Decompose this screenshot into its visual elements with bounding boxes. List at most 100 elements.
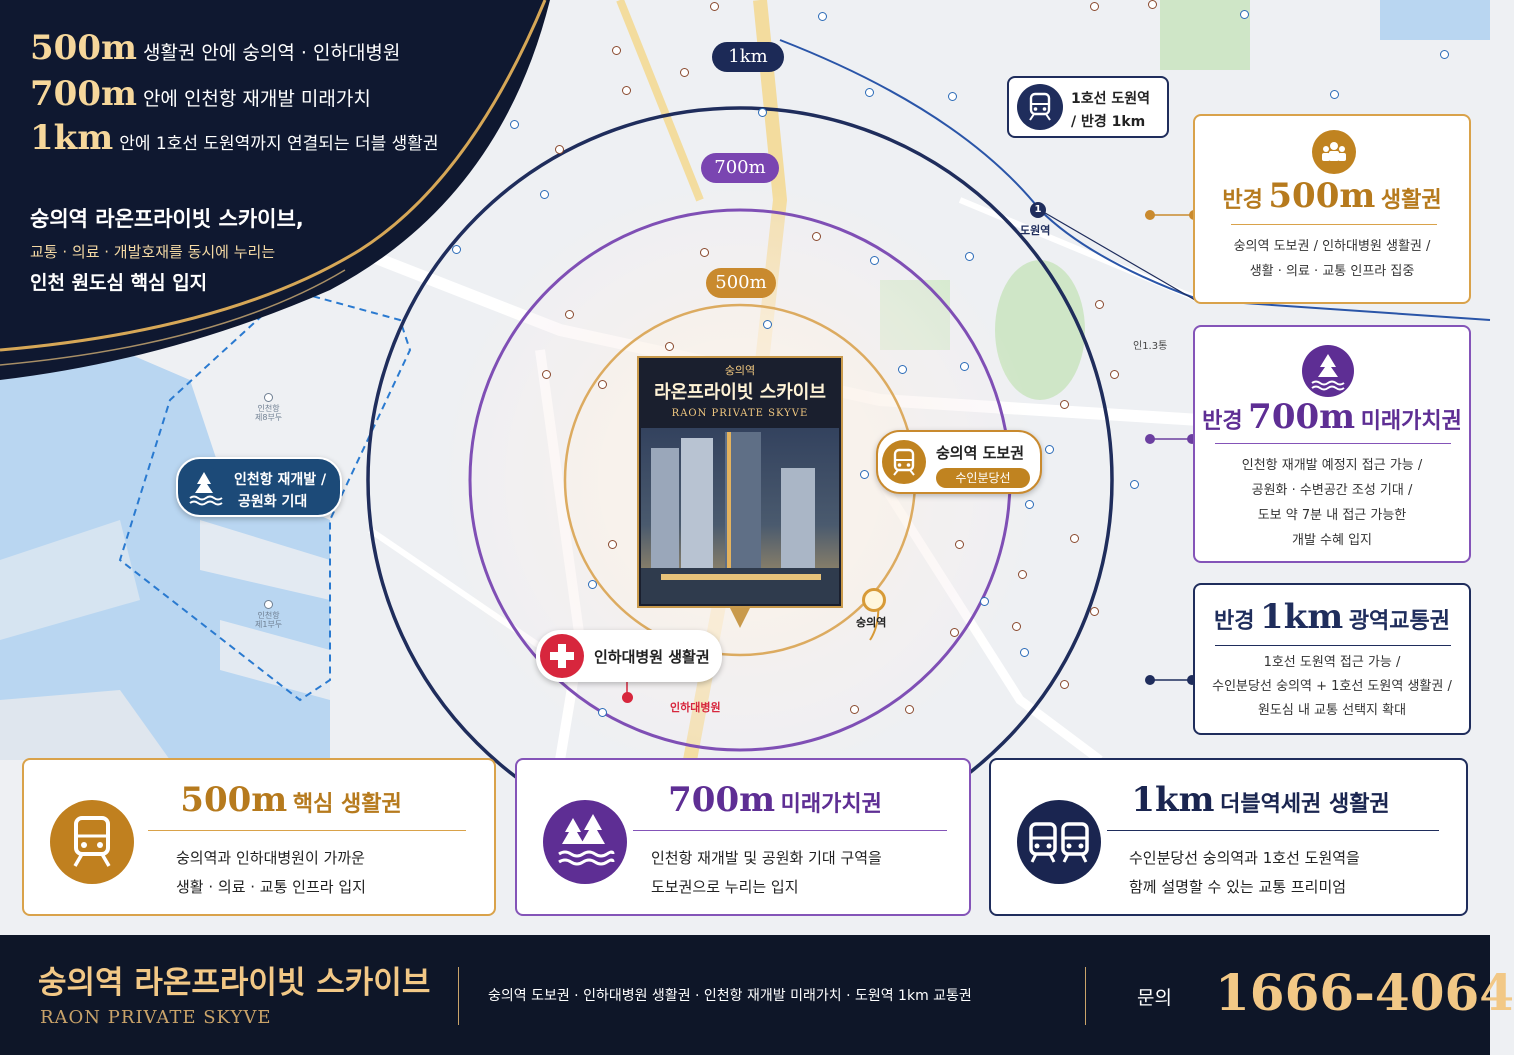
building-name-en: RAON PRIVATE SKYVE [671,408,809,419]
map-poi [598,380,607,391]
bottom-card-1km-desc: 수인분당선 숭의역과 1호선 도원역을 함께 설명할 수 있는 교통 프리미엄 [1129,849,1360,896]
headline-background [0,0,550,380]
map-poi [1045,445,1054,456]
port-redevelopment-pill: 인천항 재개발 / 공원화 기대 [176,457,342,517]
right-card-500m-desc: 숭의역 도보권 / 인하대병원 생활권 / 생활 · 의료 · 교통 인프라 집… [1233,239,1431,279]
map-poi [818,12,827,23]
bottom-card-700m: 700m 미래가치권 인천항 재개발 및 공원화 기대 구역을 도보권으로 누리… [515,758,971,916]
map-poi [850,705,859,716]
map-poi [1018,570,1027,581]
double-train-icon [1017,800,1101,884]
right-card-1km-title: 반경 1km 광역교통권 [1213,597,1451,637]
sungui-pin-label: 숭의역 [856,616,887,629]
map-poi [960,362,969,373]
headline-subtitle: 숭의역 라온프라이빗 스카이브, [30,207,304,231]
headline-tagline: 교통 · 의료 · 개발호재를 동시에 누리는 [30,243,276,261]
map-poi [510,120,519,131]
map-poi [555,145,564,156]
medical-cross-icon [540,634,584,678]
map-poi [948,92,957,103]
right-card-500m: 반경 500m 생활권 숭의역 도보권 / 인하대병원 생활권 / 생활 · 의… [1193,114,1471,304]
map-poi [965,252,974,263]
ring-500m-badge: 500m [706,268,776,298]
train-icon [50,800,134,884]
road-label: 인1.3통 [1133,341,1168,352]
map-poi [1110,370,1119,381]
dowon-callout-line2: / 반경 1km [1071,114,1146,130]
tree-water-icon [1302,345,1354,397]
footer-bar: 숭의역 라온프라이빗 스카이브 RAON PRIVATE SKYVE 숭의역 도… [0,935,1514,1055]
bottom-card-700m-desc: 인천항 재개발 및 공원화 기대 구역을 도보권으로 누리는 입지 [651,849,882,896]
map-poi [1012,622,1021,633]
bottom-card-700m-title: 700m 미래가치권 [668,780,882,820]
bottom-card-500m: 500m 핵심 생활권 숭의역과 인하대병원이 가까운 생활 · 의료 · 교통… [22,758,496,916]
train-icon [1017,84,1063,130]
hospital-pin-label: 인하대병원 [670,701,721,714]
map-poi [758,108,767,119]
hospital-pill: 인하대병원 생활권 [536,630,722,682]
footer-inquiry-label: 문의 [1137,987,1172,1009]
map-poi [1095,300,1104,311]
location-pin-icon [862,588,886,612]
dowon-callout-line1: 1호선 도원역 [1071,91,1151,107]
footer-brand-name: 숭의역 라온프라이빗 스카이브 [38,965,431,1001]
people-group-icon [1312,130,1356,174]
map-poi [565,310,574,321]
map-poi [955,540,964,551]
port-label-line2: 공원화 기대 [238,494,308,510]
map-poi [1070,534,1079,545]
map-poi [622,86,631,97]
right-card-1km: 반경 1km 광역교통권 1호선 도원역 접근 가능 / 수인분당선 숭의역 +… [1193,583,1471,735]
tree-water-icon [543,800,627,884]
right-card-700m-title: 반경 700m 미래가치권 [1202,397,1462,437]
ring-700m-badge: 700m [701,153,779,183]
map-poi [763,320,772,331]
sungui-station-label: 숭의역 도보권 [936,444,1025,462]
bottom-card-500m-title: 500m 핵심 생활권 [180,780,402,820]
dowon-station-label: 도원역 [1020,224,1051,237]
train-icon [882,440,926,484]
map-poi [1440,50,1449,61]
building-station-label: 숭의역 [724,364,756,377]
map-poi [542,370,551,381]
map-poi [540,190,549,201]
map-poi [1025,500,1034,511]
map-poi [950,628,959,639]
map-poi [680,68,689,79]
map-poi [598,708,607,719]
building-name: 라온프라이빗 스카이브 [654,382,826,403]
map-poi [710,2,719,13]
map-poi [1148,0,1157,11]
map-poi [898,365,907,376]
map-poi [860,470,869,481]
headline-core-location: 인천 원도심 핵심 입지 [30,272,208,294]
map-poi [1090,2,1099,13]
map-poi [1090,607,1099,618]
bottom-card-500m-desc: 숭의역과 인하대병원이 가까운 생활 · 의료 · 교통 인프라 입지 [176,849,366,896]
bottom-card-1km: 1km 더블역세권 생활권 수인분당선 숭의역과 1호선 도원역을 함께 설명할… [989,758,1468,916]
footer-phone-number[interactable]: 1666-4064 [1215,963,1514,1022]
right-card-500m-title: 반경 500m 생활권 [1222,176,1442,216]
map-poi [700,248,709,259]
map-poi [1060,400,1069,411]
hospital-label: 인하대병원 생활권 [594,648,710,666]
map-poi [588,580,597,591]
building-pointer [729,606,751,628]
tree-water-icon [183,466,225,508]
suin-bundang-line-badge: 수인분당선 [936,468,1030,488]
map-poi [980,597,989,608]
map-poi [665,342,674,353]
port-label-line1: 인천항 재개발 / [234,472,327,488]
right-card-700m: 반경 700m 미래가치권 인천항 재개발 예정지 접근 가능 / 공원화 · … [1193,325,1471,563]
footer-divider [458,967,459,1025]
right-card-700m-desc: 인천항 재개발 예정지 접근 가능 / 공원화 · 수변공간 조성 기대 / 도… [1241,458,1423,548]
line1-badge: 1 [1030,202,1046,218]
map-poi [1240,10,1249,21]
map-poi [608,540,617,551]
